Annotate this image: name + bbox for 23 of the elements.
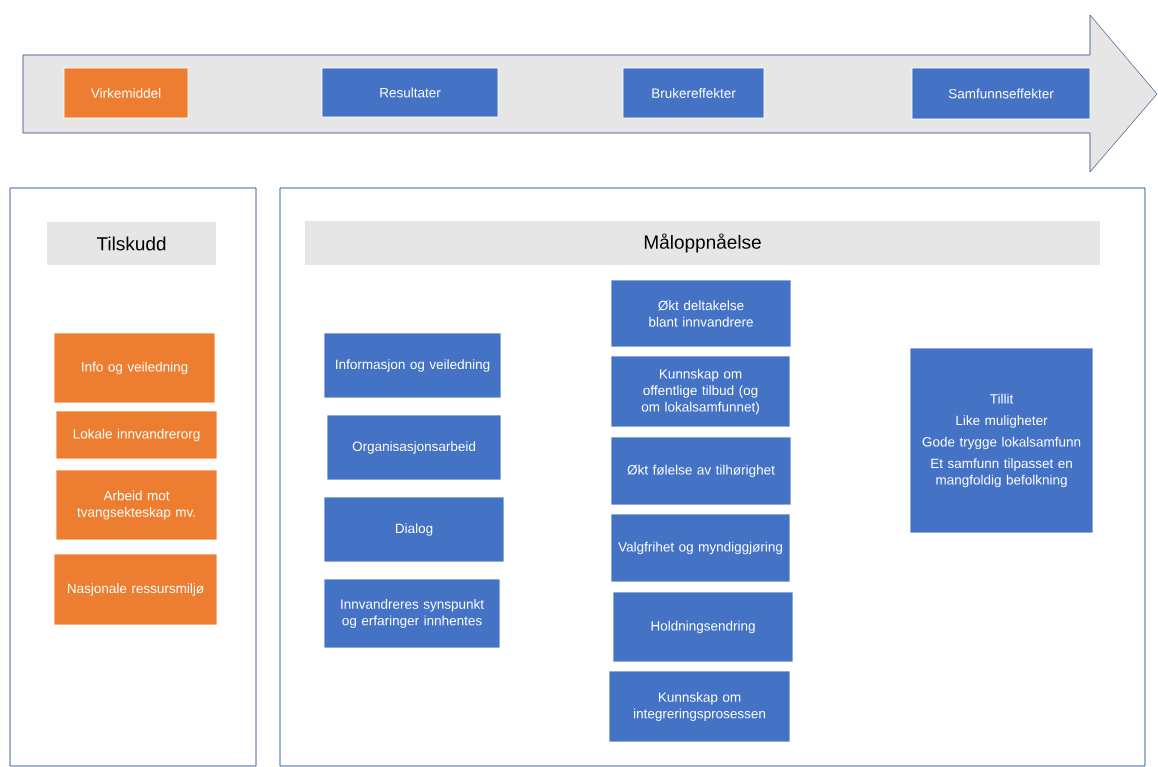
heading-band: Tilskudd (47, 222, 216, 265)
text-box: Virkemiddel (63, 67, 189, 119)
text-box: Lokale innvandrerorg (55, 410, 218, 460)
heading-band: Måloppnåelse (305, 221, 1100, 265)
text-box: Arbeid mot tvangsekteskap mv. (55, 469, 218, 541)
text-box: Økt følelse av tilhørighet (610, 436, 792, 506)
text-box: Kunnskap om integreringsprosessen (608, 670, 791, 743)
text-box: Samfunnseffekter (911, 67, 1091, 120)
text-box: Dialog (323, 496, 505, 563)
panel-frame (279, 187, 1146, 767)
panel-frame (9, 187, 257, 767)
text-box: Informasjon og veiledning (323, 332, 502, 399)
text-box: Brukereffekter (622, 67, 765, 119)
text-box: Økt deltakelse blant innvandrere (610, 279, 792, 348)
text-box: Valgfrihet og myndiggjøring (610, 513, 791, 583)
text-box: Tillit Like muligheter Gode trygge lokalsamfunn Et samfunn tilpasset en mangfoldig befolkning (909, 347, 1094, 534)
text-box: Info og veiledning (53, 332, 216, 404)
text-box: Nasjonale ressursmiljø (53, 553, 218, 626)
text-box: Organisasjonsarbeid (326, 414, 502, 481)
text-box: Kunnskap om offentlige tilbud (og om lokalsamfunnet) (610, 355, 791, 428)
text-box: Innvandreres synspunkt og erfaringer innhentes (323, 578, 501, 649)
text-box: Resultater (321, 67, 499, 118)
text-box: Holdningsendring (612, 591, 794, 663)
